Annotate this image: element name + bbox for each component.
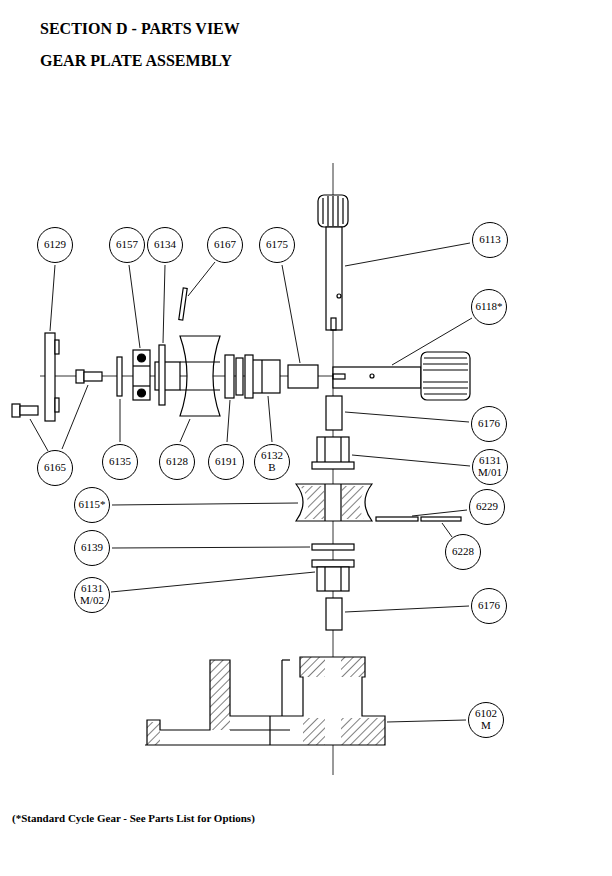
callout-text: 6128 xyxy=(163,456,191,468)
callout-text: 6134 xyxy=(151,239,179,251)
leader-lines xyxy=(30,243,472,722)
callout-text: 6129 xyxy=(41,239,69,251)
callout-number: 6175 xyxy=(259,227,295,263)
callout-text: 6176 xyxy=(475,418,503,430)
bushing xyxy=(312,437,354,469)
callout-text: 6229 xyxy=(473,501,501,513)
callout-number: 6118* xyxy=(471,289,507,325)
callout-number: 6135 xyxy=(102,444,138,480)
knob-shaft-vertical xyxy=(318,195,348,330)
callout-number: 6132 B xyxy=(254,444,290,480)
pin xyxy=(326,396,342,430)
callout-text: 6132 B xyxy=(258,450,286,473)
callout-number: 6131 M/01 xyxy=(472,449,508,485)
callout-text: 6167 xyxy=(211,239,239,251)
callout-number: 6167 xyxy=(207,227,243,263)
callout-number: 6128 xyxy=(159,444,195,480)
callout-text: 6139 xyxy=(78,542,106,554)
pin xyxy=(179,288,187,320)
callout-text: 6176 xyxy=(475,600,503,612)
callout-number: 6176 xyxy=(471,588,507,624)
screw xyxy=(76,370,102,383)
end-plate xyxy=(45,333,59,421)
key xyxy=(421,517,461,521)
callout-number: 6165 xyxy=(37,450,73,486)
callout-text: 6175 xyxy=(263,239,291,251)
key xyxy=(376,517,418,521)
washer xyxy=(236,358,243,395)
callout-text: 6115* xyxy=(78,499,106,511)
screw xyxy=(12,404,38,417)
washer xyxy=(312,544,354,550)
callout-number: 6129 xyxy=(37,227,73,263)
callout-number: 6191 xyxy=(208,444,244,480)
callout-number: 6115* xyxy=(74,487,110,523)
washer xyxy=(117,357,122,396)
callout-text: 6113 xyxy=(476,234,504,246)
callout-number: 6229 xyxy=(469,489,505,525)
callout-text: 6131 M/02 xyxy=(78,583,106,606)
callout-number: 6102 M xyxy=(468,702,504,738)
base-plate xyxy=(145,657,385,745)
callout-number: 6134 xyxy=(147,227,183,263)
callout-text: 6157 xyxy=(113,239,141,251)
sleeve xyxy=(288,365,318,388)
callout-number: 6157 xyxy=(109,227,145,263)
callout-text: 6131 M/01 xyxy=(476,455,504,478)
callout-text: 6228 xyxy=(449,546,477,558)
washer xyxy=(159,345,165,405)
bushing xyxy=(312,560,354,591)
gear xyxy=(155,336,220,416)
callout-text: 6118* xyxy=(475,301,503,313)
callout-text: 6135 xyxy=(106,456,134,468)
bearing xyxy=(133,350,150,400)
callout-text: 6191 xyxy=(212,456,240,468)
assembly-title: GEAR PLATE ASSEMBLY xyxy=(40,52,232,70)
callout-number: 6228 xyxy=(445,534,481,570)
callout-number: 6113 xyxy=(472,222,508,258)
callout-number: 6176 xyxy=(471,406,507,442)
pin xyxy=(326,598,342,630)
footnote: (*Standard Cycle Gear - See Parts List f… xyxy=(12,812,255,824)
section-title: SECTION D - PARTS VIEW xyxy=(40,20,240,38)
callout-number: 6131 M/02 xyxy=(74,577,110,613)
callout-text: 6165 xyxy=(41,462,69,474)
bushing xyxy=(245,355,280,398)
worm-gear xyxy=(296,484,372,521)
callout-text: 6102 M xyxy=(472,708,500,731)
callout-number: 6139 xyxy=(74,530,110,566)
washer xyxy=(225,355,234,398)
